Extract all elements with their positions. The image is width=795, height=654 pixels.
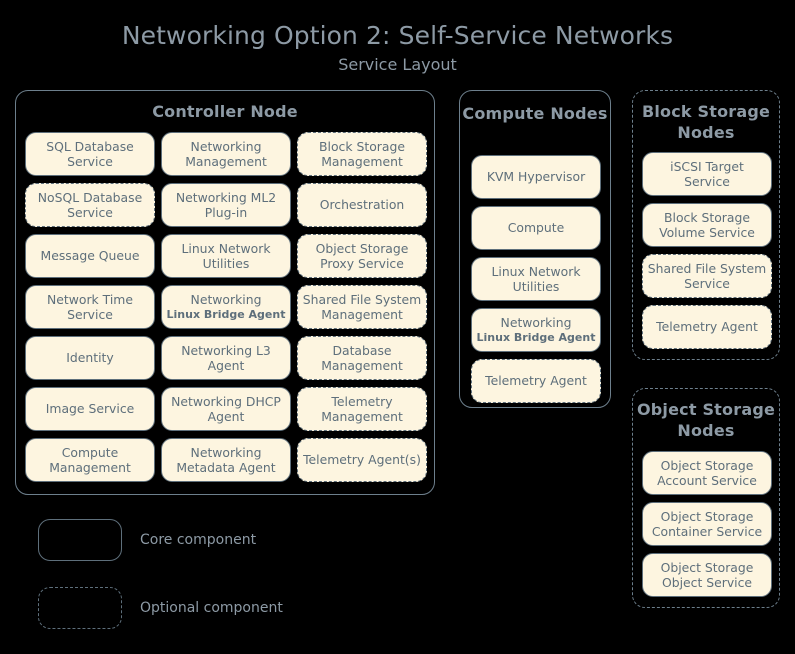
service-box-block-storage-management: Block Storage Management (297, 132, 427, 176)
service-label: Networking (500, 315, 572, 331)
service-box-telemetry-agent: Telemetry Agent (642, 305, 772, 349)
service-box-image-service: Image Service (25, 387, 155, 431)
service-box-network-time-service: Network Time Service (25, 285, 155, 329)
service-box-shared-file-system-management: Shared File System Management (297, 285, 427, 329)
service-label: Telemetry Agent(s) (303, 452, 421, 468)
service-box-message-queue: Message Queue (25, 234, 155, 278)
legend-item-core: Core component (38, 518, 283, 562)
service-label: Block Storage Volume Service (659, 209, 755, 241)
service-sublabel: Linux Bridge Agent (476, 330, 596, 344)
group-block-storage-nodes: Block Storage Nodes iSCSI Target Service… (632, 90, 780, 360)
legend: Core component Optional component (38, 518, 283, 654)
service-label: Object Storage Proxy Service (315, 240, 409, 272)
service-box-object-storage-object-service: Object Storage Object Service (642, 553, 772, 597)
service-label: Networking Metadata Agent (176, 444, 276, 476)
service-label: Networking L3 Agent (181, 342, 271, 374)
service-box-networking-ml2-plug-in: Networking ML2 Plug-in (161, 183, 291, 227)
service-box-object-storage-account-service: Object Storage Account Service (642, 451, 772, 495)
service-label: Telemetry Management (321, 393, 403, 425)
service-label: Telemetry Agent (485, 373, 587, 389)
diagram-header: Networking Option 2: Self-Service Networ… (0, 20, 795, 76)
service-box-networking-metadata-agent: Networking Metadata Agent (161, 438, 291, 482)
service-label: Telemetry Agent (656, 319, 758, 335)
service-box-linux-network-utilities: Linux Network Utilities (471, 257, 601, 301)
service-box-database-management: Database Management (297, 336, 427, 380)
service-label: Networking DHCP Agent (171, 393, 281, 425)
service-label: Compute (507, 220, 565, 236)
service-label: Database Management (321, 342, 403, 374)
service-box-nosql-database-service: NoSQL Database Service (25, 183, 155, 227)
service-label: Object Storage Account Service (657, 457, 757, 489)
service-box-linux-network-utilities: Linux Network Utilities (161, 234, 291, 278)
page-title: Networking Option 2: Self-Service Networ… (121, 21, 674, 50)
service-box-sql-database-service: SQL Database Service (25, 132, 155, 176)
controller-service-grid: SQL Database Service Networking Managemen… (25, 132, 427, 482)
group-title-compute-nodes: Compute Nodes (462, 104, 608, 123)
group-object-storage-nodes: Object Storage Nodes Object Storage Acco… (632, 388, 780, 608)
service-label: Block Storage Management (319, 138, 405, 170)
legend-swatch-solid (38, 519, 122, 561)
service-box-telemetry-agent: Telemetry Agent (471, 359, 601, 403)
service-box-shared-file-system-service: Shared File System Service (642, 254, 772, 298)
service-label: Networking ML2 Plug-in (175, 189, 277, 221)
service-label: Compute Management (49, 444, 131, 476)
service-box-networking-l3-agent: Networking L3 Agent (161, 336, 291, 380)
service-label: Object Storage Container Service (651, 508, 763, 540)
service-label: KVM Hypervisor (486, 169, 586, 185)
group-title-object-storage-nodes: Object Storage Nodes (636, 400, 776, 440)
service-label: SQL Database Service (46, 138, 134, 170)
service-label: Linux Network Utilities (181, 240, 271, 272)
service-label: NoSQL Database Service (37, 189, 143, 221)
group-title-block-storage-nodes: Block Storage Nodes (641, 102, 771, 142)
service-label: Shared File System Management (302, 291, 422, 323)
service-label: Shared File System Service (647, 260, 767, 292)
service-label: Networking Management (185, 138, 267, 170)
service-box-networking-dhcp-agent: Networking DHCP Agent (161, 387, 291, 431)
service-label: Image Service (45, 401, 135, 417)
service-box-telemetry-management: Telemetry Management (297, 387, 427, 431)
legend-swatch-dashed (38, 587, 122, 629)
service-box-object-storage-proxy-service: Object Storage Proxy Service (297, 234, 427, 278)
service-box-kvm-hypervisor: KVM Hypervisor (471, 155, 601, 199)
service-label: Network Time Service (47, 291, 133, 323)
page-subtitle: Service Layout (338, 55, 457, 74)
service-label: iSCSI Target Service (670, 158, 744, 190)
service-box-compute: Compute (471, 206, 601, 250)
legend-label-optional: Optional component (140, 600, 283, 616)
service-label: Orchestration (319, 197, 405, 213)
service-box-object-storage-container-service: Object Storage Container Service (642, 502, 772, 546)
service-label: Identity (66, 350, 114, 366)
service-box-orchestration: Orchestration (297, 183, 427, 227)
service-box-telemetry-agent-s: Telemetry Agent(s) (297, 438, 427, 482)
service-label: Message Queue (40, 248, 140, 264)
service-box-compute-management: Compute Management (25, 438, 155, 482)
legend-item-optional: Optional component (38, 586, 283, 630)
legend-label-core: Core component (140, 532, 257, 548)
service-sublabel: Linux Bridge Agent (166, 307, 286, 321)
group-title-controller-node: Controller Node (152, 102, 298, 121)
service-box-block-storage-volume-service: Block Storage Volume Service (642, 203, 772, 247)
service-box-identity: Identity (25, 336, 155, 380)
service-label: Linux Network Utilities (491, 263, 581, 295)
service-box-networking-management: Networking Management (161, 132, 291, 176)
service-label: Object Storage Object Service (660, 559, 754, 591)
service-label: Networking (190, 292, 262, 308)
service-box-iscsi-target-service: iSCSI Target Service (642, 152, 772, 196)
